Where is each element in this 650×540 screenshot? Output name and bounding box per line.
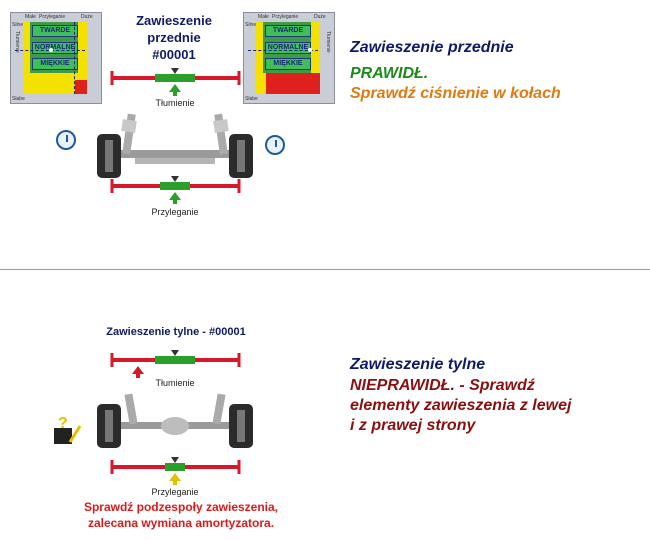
band-soft: MIĘKKIE: [32, 58, 78, 70]
band-soft: MIĘKKIE: [265, 58, 311, 70]
rear-status-heading: Zawieszenie tylne: [350, 356, 486, 373]
graph-plot-area: TWARDE NORMALNE MIĘKKIE: [248, 22, 320, 94]
graph-danger-zone: [75, 80, 87, 94]
graph-side-word: Tłumienie: [14, 31, 20, 53]
graph-header-mid: Przyleganie: [272, 14, 299, 20]
band-hard: TWARDE: [32, 25, 78, 37]
front-status-advice: Sprawdź ciśnienie w kołach: [350, 85, 561, 102]
rear-damping-label: Tłumienie: [155, 378, 195, 388]
graph-point: [49, 48, 53, 52]
rear-status-line3: i z prawej strony: [350, 417, 476, 434]
rear-warning-message: Sprawdź podzespoły zawieszenia, zalecana…: [50, 499, 312, 531]
graph-side-bottom: Słabe: [12, 96, 25, 102]
front-title-line1: Zawieszenie przednie: [136, 13, 212, 45]
rear-axle-illustration: [97, 393, 253, 448]
front-damping-label: Tłumienie: [155, 98, 195, 108]
graph-side-top: Silne: [12, 22, 24, 28]
rear-status-line1: NIEPRAWIDŁ. - Sprawdź: [350, 377, 535, 394]
graph-point: [308, 48, 312, 52]
graph-header-left: Małe: [25, 14, 36, 20]
rear-status-line2: elementy zawieszenia z lewej: [350, 397, 572, 414]
graph-header-right: Duże: [314, 14, 326, 20]
section-divider: [0, 269, 650, 270]
band-hard: TWARDE: [265, 25, 311, 37]
graph-marker-hline: [248, 50, 318, 51]
graph-side-word: Tłumienie: [325, 31, 331, 53]
front-damping-bar: [110, 68, 241, 96]
graph-side-bottom: Słabe: [245, 96, 258, 102]
front-axle-illustration: [97, 113, 253, 178]
front-status-result: PRAWIDŁ.: [350, 65, 429, 82]
rear-adhesion-bar: [110, 457, 241, 485]
front-right-suspension-graph: Małe Przyleganie Duże Silne Tłumienie Sł…: [243, 12, 335, 104]
graph-header-left: Małe: [258, 14, 269, 20]
graph-danger-zone: [266, 73, 320, 94]
front-adhesion-label: Przyleganie: [151, 207, 199, 217]
front-diagnostic-title: Zawieszenie przednie #00001: [108, 12, 240, 63]
graph-side-top: Silne: [245, 22, 257, 28]
front-left-suspension-graph: Małe Przyleganie Duże Silne Tłumienie Sł…: [10, 12, 102, 104]
svg-text:?: ?: [58, 415, 68, 432]
graph-marker-line: [74, 22, 75, 94]
graph-header-right: Duże: [81, 14, 93, 20]
front-adhesion-bar: [110, 176, 241, 204]
graph-plot-area: TWARDE NORMALNE MIĘKKIE: [15, 22, 87, 94]
front-title-line2: #00001: [152, 47, 196, 62]
band-normal: NORMALNE: [265, 42, 311, 54]
band-normal: NORMALNE: [32, 42, 78, 54]
right-tire-pressure-gauge-icon: [265, 135, 285, 155]
left-tire-pressure-gauge-icon: [56, 130, 76, 150]
graph-header-mid: Przyleganie: [39, 14, 66, 20]
rear-warning-line2: zalecana wymiana amortyzatora.: [87, 516, 275, 530]
warning-question-icon: ?: [54, 415, 82, 444]
rear-damping-bar: [110, 350, 241, 378]
rear-adhesion-label: Przyleganie: [151, 487, 199, 497]
front-status-heading: Zawieszenie przednie: [350, 39, 514, 56]
rear-diagnostic-title: Zawieszenie tylne - #00001: [106, 326, 246, 338]
rear-warning-line1: Sprawdź podzespoły zawieszenia,: [83, 500, 279, 514]
